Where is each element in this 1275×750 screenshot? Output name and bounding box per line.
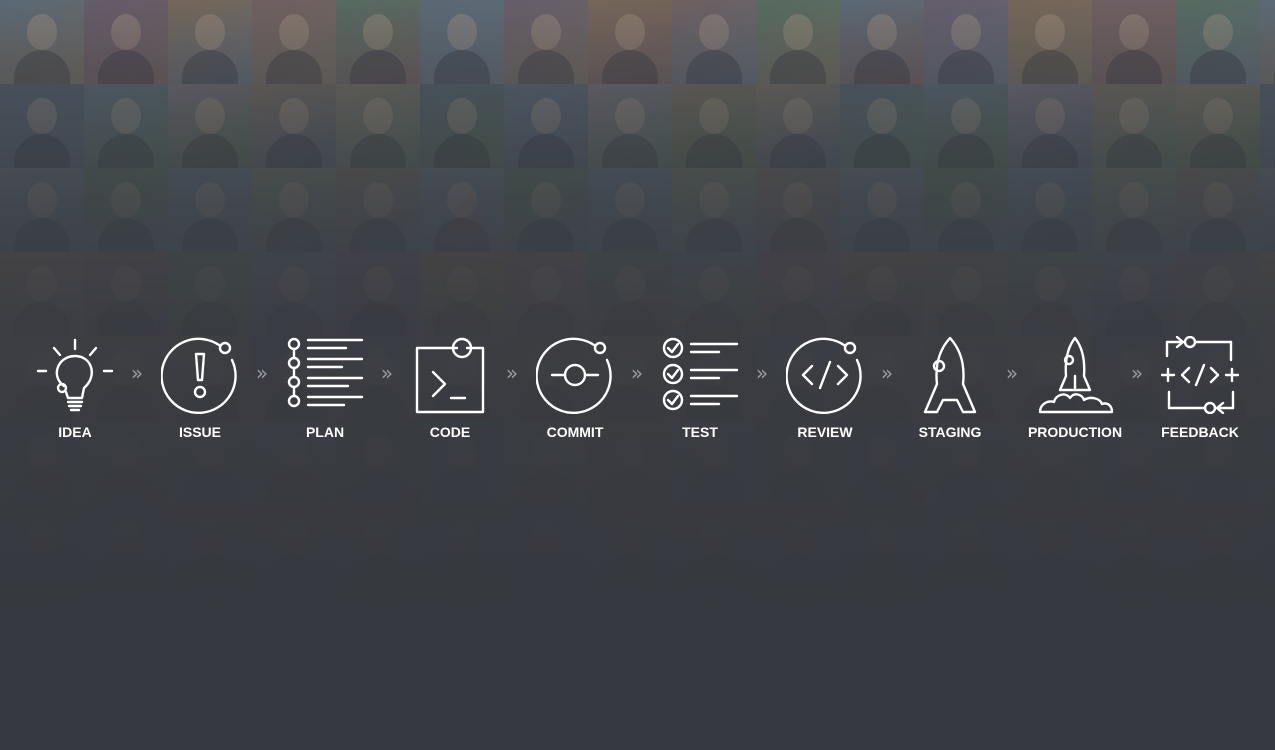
stage-feedback: FEEDBACK (1145, 330, 1255, 445)
stage-production: PRODUCTION (1020, 330, 1130, 445)
stage-label: STAGING (918, 424, 982, 440)
stage-review: REVIEW (770, 330, 880, 445)
chevron-right-icon: » (255, 361, 269, 385)
stage-label: PLAN (305, 424, 345, 440)
devops-pipeline: IDEA » ISSUE » (0, 330, 1275, 450)
stage-issue: ISSUE (145, 330, 255, 445)
chevron-right-icon: » (755, 361, 769, 385)
commit-icon (536, 337, 612, 414)
stage-label: PRODUCTION (1027, 424, 1123, 440)
plan-list-icon (287, 337, 364, 408)
chevron-right-icon: » (130, 361, 144, 385)
lightbulb-icon (36, 338, 114, 412)
stage-label: REVIEW (797, 424, 853, 440)
stage-label: COMMIT (546, 424, 604, 440)
rocket-icon (923, 336, 977, 414)
code-review-icon (786, 337, 862, 414)
stage-label: ISSUE (178, 424, 221, 440)
chevron-right-icon: » (1005, 361, 1019, 385)
stage-code: CODE (395, 330, 505, 445)
chevron-right-icon: » (380, 361, 394, 385)
terminal-code-icon (415, 337, 485, 414)
stage-label: IDEA (58, 424, 92, 440)
stage-commit: COMMIT (520, 330, 630, 445)
stage-label: FEEDBACK (1161, 424, 1239, 440)
stage-test: TEST (645, 330, 755, 445)
stage-label: CODE (429, 424, 471, 440)
issue-exclamation-icon (161, 337, 237, 414)
chevron-right-icon: » (505, 361, 519, 385)
stage-idea: IDEA (20, 330, 130, 445)
chevron-right-icon: » (1130, 361, 1144, 385)
chevron-right-icon: » (880, 361, 894, 385)
stage-plan: PLAN (270, 330, 380, 445)
chevron-right-icon: » (630, 361, 644, 385)
checklist-icon (662, 337, 739, 411)
stage-label: TEST (682, 424, 718, 440)
rocket-launch-icon (1038, 336, 1114, 414)
feedback-cycle-icon (1161, 336, 1239, 414)
stage-staging: STAGING (895, 330, 1005, 445)
